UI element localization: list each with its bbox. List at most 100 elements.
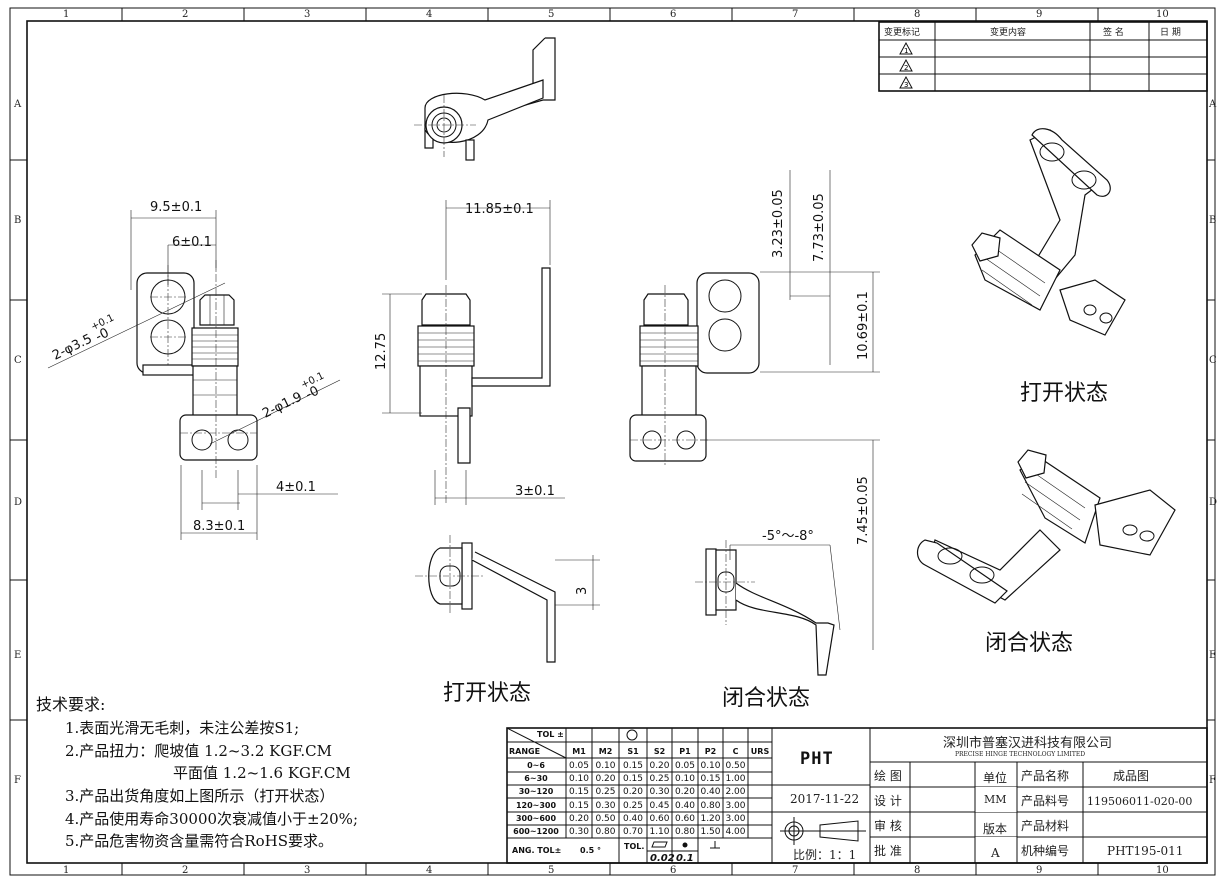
- outer-frame: [9, 7, 1216, 876]
- tol-column-header: P1: [679, 747, 691, 756]
- tol-cell: 0.15: [623, 761, 643, 771]
- zone-col-5: 5: [548, 865, 554, 876]
- zone-row-b: B: [1209, 215, 1216, 226]
- top-view: [414, 37, 556, 161]
- zone-col-1: 1: [63, 865, 69, 876]
- zone-row-a: A: [13, 99, 22, 110]
- dim-7-45: 7.45±0.05: [856, 476, 871, 545]
- perpendicularity-icon: [710, 841, 720, 849]
- dim-angle: -5°～-8°: [762, 529, 814, 544]
- tol-column-header: S2: [654, 747, 665, 756]
- label-open-state: 打开状态: [443, 681, 531, 706]
- role-approve: 批 准: [874, 843, 902, 858]
- tol-cell: 0.15: [569, 787, 589, 797]
- zone-col-2: 2: [182, 865, 188, 876]
- tol-cell: 0.10: [569, 774, 589, 784]
- note-item: 1.表面光滑无毛刺，未注公差按S1;: [65, 719, 299, 737]
- note-item: 2.产品扭力：爬坡值 1.2~3.2 KGF.CM: [65, 742, 332, 760]
- label-open-state-3d: 打开状态: [1020, 381, 1108, 406]
- zone-dividers: [10, 8, 1215, 875]
- role-design: 设 计: [874, 794, 902, 808]
- note-item: 平面值 1.2~1.6 KGF.CM: [173, 764, 351, 782]
- tol-cell: 0.15: [700, 774, 720, 784]
- zone-col-5: 5: [548, 9, 554, 20]
- roundness-icon: [682, 842, 688, 848]
- dim-hole-large-tol-dn: -0: [93, 326, 111, 345]
- tol-cell: 0.25: [623, 801, 643, 811]
- revision-table: 变更标记 变更内容 签 名 日 期 1 2 3: [878, 21, 1208, 92]
- tol-cell: 0.25: [595, 787, 615, 797]
- tol-range: 30~120: [519, 787, 554, 796]
- tol-cell: 0.20: [595, 774, 615, 784]
- field-value-part-number: 119506011-020-00: [1087, 795, 1192, 808]
- dim-3-bottom: 3: [575, 587, 590, 595]
- tol-cell: 0.60: [675, 814, 695, 824]
- tol-cell: 0.05: [569, 761, 589, 771]
- unit-label: 单位: [983, 770, 1007, 785]
- tol-column-header: C: [733, 747, 739, 756]
- tol-cell: 1.10: [649, 827, 669, 837]
- field-value-model-number: PHT195-011: [1107, 844, 1183, 858]
- zone-col-2: 2: [182, 9, 188, 20]
- dim-3-23: 3.23±0.05: [771, 189, 786, 258]
- version-value: A: [990, 846, 1000, 860]
- flatness-icon: [651, 841, 668, 848]
- tol-cell: 1.50: [700, 827, 720, 837]
- svg-text:2: 2: [904, 64, 908, 72]
- zone-col-7: 7: [792, 865, 798, 876]
- dim-10-69: 10.69±0.1: [856, 291, 871, 360]
- zone-row-d: D: [1209, 497, 1217, 508]
- unit-value: MM: [984, 793, 1007, 806]
- dim-4: 4±0.1: [276, 480, 316, 495]
- zone-row-b: B: [14, 215, 21, 226]
- flatness-value: 0.02: [650, 853, 675, 864]
- tol-cell: 0.10: [675, 774, 695, 784]
- drawing-date: 2017-11-22: [790, 792, 859, 806]
- tol-label: TOL.: [624, 842, 644, 851]
- dim-3-side: 3±0.1: [515, 484, 555, 499]
- dim-9-5: 9.5±0.1: [150, 200, 202, 215]
- zone-col-7: 7: [792, 9, 798, 20]
- tol-cell: 0.10: [700, 761, 720, 771]
- tol-column-header: S1: [627, 747, 639, 756]
- dim-12-75: 12.75: [374, 333, 389, 370]
- title-block: 深圳市普塞汉进科技有限公司 PRECISE HINGE TECHNOLOGY L…: [870, 735, 1207, 863]
- tol-cell: 0.20: [675, 787, 695, 797]
- dim-11-85: 11.85±0.1: [465, 202, 534, 217]
- zone-col-6: 6: [670, 9, 676, 20]
- tol-cell: 0.30: [649, 787, 669, 797]
- zone-labels-bottom: 1 2 3 4 5 6 7 8 9 10: [63, 865, 1169, 876]
- revision-triangle-icon: 3: [899, 75, 913, 89]
- tol-cell: 3.00: [725, 801, 745, 811]
- svg-text:PHT: PHT: [800, 749, 834, 769]
- dim-7-73: 7.73±0.05: [812, 193, 827, 262]
- tol-cell: 0.05: [675, 761, 695, 771]
- tol-cell: 0.20: [569, 814, 589, 824]
- tol-cell: 0.45: [649, 801, 669, 811]
- tol-cell: 0.25: [649, 774, 669, 784]
- zone-col-9: 9: [1036, 865, 1042, 876]
- zone-col-8: 8: [914, 9, 920, 20]
- field-label-part-number: 产品料号: [1021, 794, 1069, 808]
- zone-row-c: C: [14, 355, 22, 366]
- company-name-cn: 深圳市普塞汉进科技有限公司: [943, 735, 1112, 751]
- dim-hole-small-tol-dn: -0: [303, 384, 321, 403]
- dim-6: 6±0.1: [172, 235, 212, 250]
- svg-text:1: 1: [904, 47, 908, 55]
- tol-cell: 0.40: [675, 801, 695, 811]
- field-label-product-name: 产品名称: [1021, 768, 1069, 783]
- front-view-left: 9.5±0.1 6±0.1 2-φ3.5 +0.1 -0 2-φ1.9 +0.1…: [47, 200, 341, 540]
- tol-cell: 0.15: [569, 801, 589, 811]
- bottom-view-closed: -5°～-8°: [695, 529, 841, 676]
- side-view-open: 11.85±0.1 12.75 3±0.1: [374, 200, 565, 505]
- version-label: 版本: [983, 822, 1007, 836]
- roundness-value: 0.1: [676, 853, 694, 864]
- rev-header-sign: 签 名: [1103, 26, 1124, 38]
- zone-labels-top: 1 2 3 4 5 6 7 8 9 10: [63, 9, 1169, 20]
- zone-col-4: 4: [426, 9, 432, 20]
